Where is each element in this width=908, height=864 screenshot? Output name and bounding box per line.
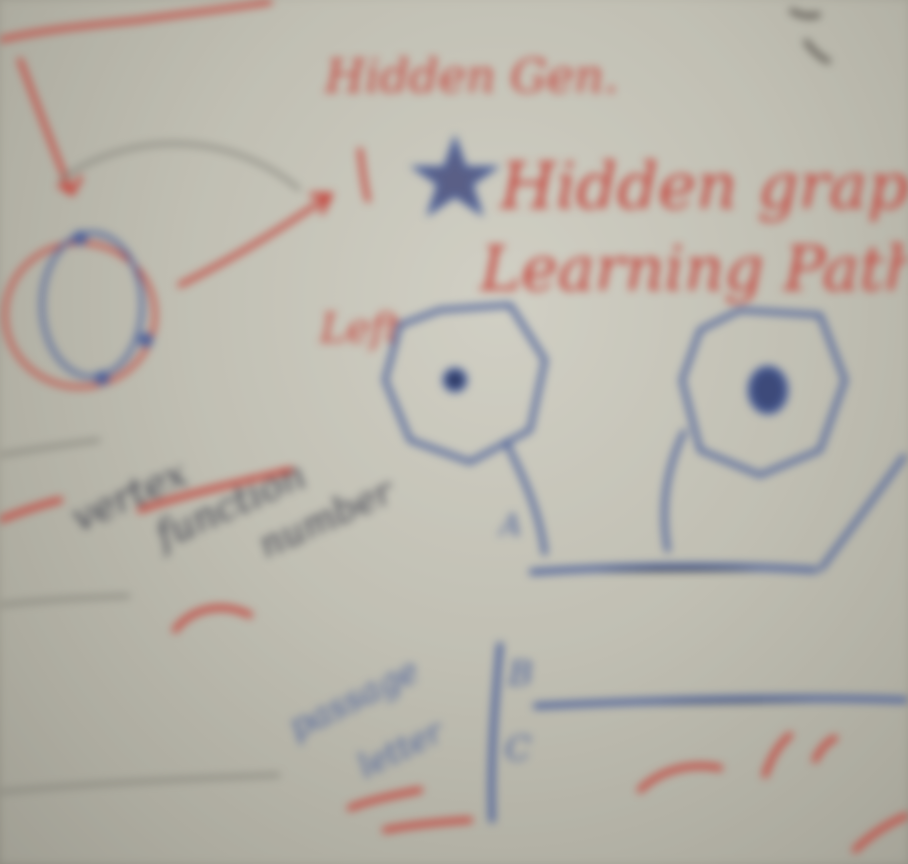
blue-lines (488, 563, 908, 823)
red-line-2: Hidden graph (499, 150, 908, 224)
letter-c: C (505, 729, 531, 769)
red-scribbles-mid (0, 467, 293, 633)
blue-node-right (661, 307, 908, 572)
letter-a: A (497, 508, 522, 543)
letter-b: B (507, 654, 533, 694)
grey-arc (59, 142, 301, 192)
grey-writing-left (0, 438, 281, 794)
red-circle-left (3, 231, 157, 389)
red-ink-top-left (0, 0, 273, 197)
red-line-1: Hidden Gen. (324, 49, 618, 103)
red-line-3: Learning Path (479, 232, 908, 305)
dark-marks-top-right (788, 7, 832, 65)
red-line-4: Left (319, 306, 402, 352)
blue-node-left (382, 302, 548, 556)
red-ink-bottom (347, 732, 908, 853)
red-arrow (177, 147, 371, 288)
star-icon (409, 134, 501, 217)
